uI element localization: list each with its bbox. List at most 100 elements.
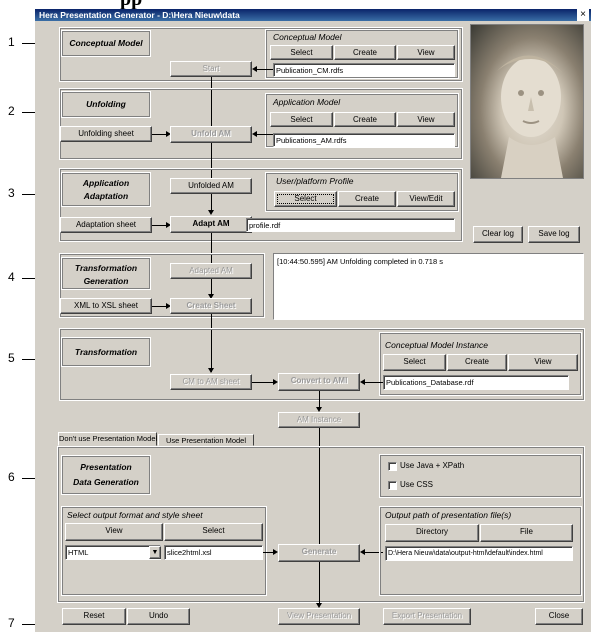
connector-line xyxy=(211,314,212,372)
create-sheet-button[interactable]: Create Sheet xyxy=(170,298,252,314)
section-title-transformation: Transformation xyxy=(74,347,138,357)
marker-3: 3 xyxy=(8,186,15,200)
arrow-down-icon xyxy=(208,368,214,373)
clear-log-button[interactable]: Clear log xyxy=(473,226,523,243)
connector-line xyxy=(256,69,273,70)
connector-line xyxy=(364,552,383,553)
group-title: Conceptual Model Instance xyxy=(385,340,489,350)
unfolding-section xyxy=(59,88,463,160)
output-format-group xyxy=(61,506,267,596)
section-heading-box xyxy=(61,30,151,57)
profile-create-button[interactable]: Create xyxy=(338,191,396,207)
css-label: Use CSS xyxy=(400,480,433,489)
tab-dont-use-presentation-model[interactable]: Don't use Presentation Model xyxy=(58,432,157,446)
connector-line xyxy=(319,428,320,574)
section-title-data-generation: Data Generation xyxy=(73,477,139,487)
close-button[interactable]: Close xyxy=(535,608,583,625)
connector-line xyxy=(211,143,212,178)
start-button[interactable]: Start xyxy=(170,61,252,77)
reset-button[interactable]: Reset xyxy=(62,608,126,625)
file-button[interactable]: File xyxy=(480,524,573,542)
chevron-down-icon[interactable]: ▼ xyxy=(149,546,161,559)
section-title-adaptation: Adaptation xyxy=(83,191,129,201)
arrow-down-icon xyxy=(316,407,322,412)
arrow-down-icon xyxy=(208,210,214,215)
connector-line xyxy=(319,391,320,409)
connector-line xyxy=(152,306,167,307)
style-sheet-field[interactable]: slice2html.xsl xyxy=(164,545,263,560)
section-title-generation: Generation xyxy=(83,276,129,286)
cm-file-field[interactable]: Publication_CM.rdfs xyxy=(273,63,455,77)
cmi-select-button[interactable]: Select xyxy=(383,354,446,371)
arrow-right-icon xyxy=(166,222,171,228)
connector-line xyxy=(252,382,274,383)
profile-select-button[interactable]: Select xyxy=(274,191,337,207)
cm-instance-group xyxy=(379,332,582,396)
profile-file-field[interactable]: profile.rdf xyxy=(246,218,455,232)
format-select-button[interactable]: Select xyxy=(164,523,263,541)
tab-use-presentation-model[interactable]: Use Presentation Model xyxy=(158,434,254,446)
section-heading-box xyxy=(61,257,151,290)
cm-create-button[interactable]: Create xyxy=(334,45,396,60)
output-format-value: HTML xyxy=(68,548,89,557)
connector-line xyxy=(211,233,212,263)
section-title-unfolding: Unfolding xyxy=(86,99,126,109)
conceptual-model-section xyxy=(59,27,463,82)
adaptation-sheet-button[interactable]: Adaptation sheet xyxy=(60,217,152,233)
directory-button[interactable]: Directory xyxy=(385,524,479,542)
css-checkbox[interactable] xyxy=(388,481,397,490)
output-path-field[interactable]: D:\Hera Nieuw\data\output-html\default\i… xyxy=(385,546,573,561)
marker-7: 7 xyxy=(8,616,15,630)
section-heading-box xyxy=(61,455,151,495)
cmi-create-button[interactable]: Create xyxy=(447,354,507,371)
convert-to-ami-button[interactable]: Convert to AMI xyxy=(278,373,360,391)
export-presentation-button[interactable]: Export Presentation xyxy=(383,608,471,625)
cm-view-button[interactable]: View xyxy=(397,45,455,60)
unfolded-am-button[interactable]: Unfolded AM xyxy=(170,178,252,194)
arrow-down-icon xyxy=(208,294,214,299)
connector-line xyxy=(211,194,212,212)
marker-4: 4 xyxy=(8,270,15,284)
save-log-button[interactable]: Save log xyxy=(528,226,580,243)
am-view-button[interactable]: View xyxy=(397,112,455,127)
cmi-file-field[interactable]: Publications_Database.rdf xyxy=(383,375,569,390)
unfold-am-button[interactable]: Unfold AM xyxy=(170,126,252,143)
hera-portrait-image xyxy=(470,24,584,179)
section-heading-box xyxy=(61,91,151,118)
close-icon[interactable]: × xyxy=(577,9,589,21)
marker-6: 6 xyxy=(8,470,15,484)
cm-select-button[interactable]: Select xyxy=(270,45,333,60)
unfolding-sheet-button[interactable]: Unfolding sheet xyxy=(60,126,152,142)
section-heading-box xyxy=(61,172,151,207)
transformation-section xyxy=(59,328,585,401)
adapted-am-button[interactable]: Adapted AM xyxy=(170,263,252,279)
window-title-bar: Hera Presentation Generator - D:\Hera Ni… xyxy=(35,9,591,21)
view-presentation-button[interactable]: View Presentation xyxy=(278,608,360,625)
group-title: Output path of presentation file(s) xyxy=(385,510,512,520)
generate-button[interactable]: Generate xyxy=(278,544,360,562)
am-file-field[interactable]: Publications_AM.rdfs xyxy=(273,133,455,147)
top-heading-strip: pp xyxy=(0,0,591,9)
cm-to-am-sheet-button[interactable]: CM to AM sheet xyxy=(170,374,252,390)
arrow-right-icon xyxy=(273,379,278,385)
connector-line xyxy=(263,552,274,553)
undo-button[interactable]: Undo xyxy=(127,608,190,625)
profile-view-edit-button[interactable]: View/Edit xyxy=(397,191,455,207)
application-model-group xyxy=(265,93,459,148)
output-format-dropdown[interactable]: HTML xyxy=(65,545,161,560)
cmi-view-button[interactable]: View xyxy=(508,354,578,371)
presentation-section xyxy=(57,446,585,603)
options-group xyxy=(379,454,582,498)
marker-2: 2 xyxy=(8,104,15,118)
conceptual-model-group xyxy=(265,29,459,79)
am-select-button[interactable]: Select xyxy=(270,112,333,127)
arrow-left-icon xyxy=(360,379,365,385)
xml-to-xsl-sheet-button[interactable]: XML to XSL sheet xyxy=(60,298,152,314)
log-output-area[interactable]: [10:44:50.595] AM Unfolding completed in… xyxy=(273,253,584,320)
adapt-am-button[interactable]: Adapt AM xyxy=(170,216,252,233)
java-xpath-checkbox[interactable] xyxy=(388,462,397,471)
am-create-button[interactable]: Create xyxy=(334,112,396,127)
format-view-button[interactable]: View xyxy=(65,523,163,541)
am-instance-button[interactable]: AM Instance xyxy=(278,412,360,428)
marker-5: 5 xyxy=(8,351,15,365)
